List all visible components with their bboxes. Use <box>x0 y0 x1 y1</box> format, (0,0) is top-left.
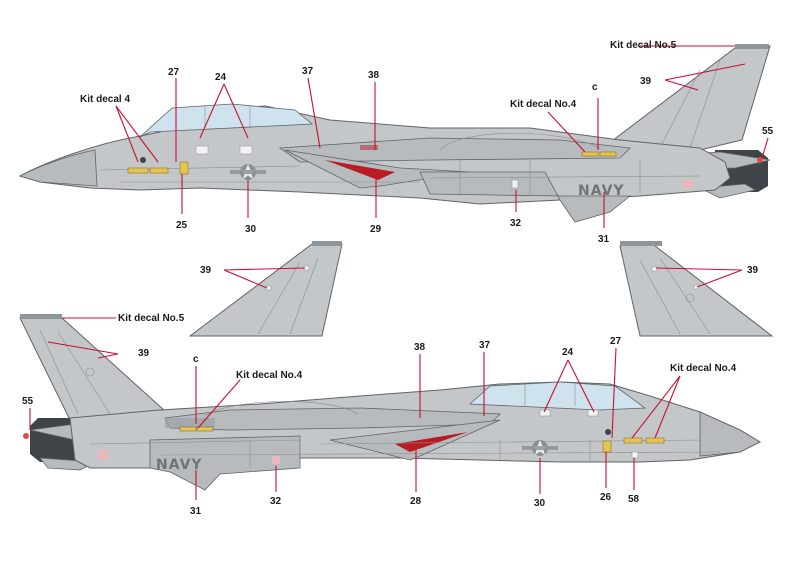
upper-kit-decal-no4-label: Kit decal No.4 <box>510 99 577 110</box>
lower-callout-31: 31 <box>190 506 202 517</box>
upper-leader-lines <box>115 45 769 228</box>
lower-swept-wing <box>329 419 501 461</box>
upper-callout-labels: Kit decal 4 27 24 37 38 Kit decal No.4 c… <box>80 40 774 245</box>
lower-leader-lines <box>29 317 681 500</box>
upper-intake-fairing <box>419 171 632 223</box>
upper-navy-marking: NAVY <box>578 183 625 199</box>
lower-callout-28: 28 <box>410 496 422 507</box>
lower-national-insignia <box>522 440 558 456</box>
upper-vertical-tail <box>598 45 771 151</box>
lower-navy-marking: NAVY <box>156 457 203 473</box>
lower-callout-30: 30 <box>534 498 546 509</box>
lower-callout-32: 32 <box>270 496 282 507</box>
lower-callout-c: c <box>193 354 199 365</box>
upper-callout-25: 25 <box>176 220 188 231</box>
upper-callout-30: 30 <box>245 224 257 235</box>
lower-callout-55: 55 <box>22 396 34 407</box>
lower-callout-labels: Kit decal No.5 39 c Kit decal No.4 55 38… <box>22 313 737 517</box>
right-fin-callout-39: 39 <box>747 265 759 276</box>
upper-callout-38: 38 <box>368 70 380 81</box>
lower-aircraft-profile: NAVY <box>19 314 762 491</box>
right-fin-view: 39 <box>619 241 774 337</box>
upper-kit-decal-no5-label: Kit decal No.5 <box>610 40 677 51</box>
lower-callout-58: 58 <box>628 494 640 505</box>
lower-kit-decal-no4-label-a: Kit decal No.4 <box>236 370 303 381</box>
upper-callout-c: c <box>592 82 598 93</box>
left-fin-view: 39 <box>188 241 343 337</box>
upper-fin-cap <box>735 44 769 49</box>
upper-callout-24: 24 <box>215 72 227 83</box>
left-fin-callout-39: 39 <box>200 265 212 276</box>
upper-callout-55: 55 <box>762 126 774 137</box>
lower-callout-37: 37 <box>479 340 491 351</box>
lower-callout-24: 24 <box>562 347 574 358</box>
upper-callout-31: 31 <box>598 234 610 245</box>
lower-callout-26: 26 <box>600 492 612 503</box>
upper-national-insignia <box>230 164 266 180</box>
lower-wing-chevron <box>395 432 468 452</box>
upper-wing-chevron <box>325 160 395 180</box>
lower-kit-decal-no5-label: Kit decal No.5 <box>118 313 185 324</box>
upper-kit-decal-4-label: Kit decal 4 <box>80 94 130 105</box>
lower-callout-39: 39 <box>138 348 150 359</box>
upper-aircraft-profile: NAVY <box>18 44 771 223</box>
upper-canopy <box>139 103 314 138</box>
lower-callout-27: 27 <box>610 336 622 347</box>
lower-canopy <box>469 381 647 411</box>
upper-callout-27: 27 <box>168 67 180 78</box>
lower-callout-38: 38 <box>414 342 426 353</box>
lower-vertical-tail <box>19 317 177 421</box>
upper-callout-32: 32 <box>510 218 522 229</box>
upper-callout-29: 29 <box>370 224 382 235</box>
lower-kit-decal-no4-label-b: Kit decal No.4 <box>670 363 737 374</box>
upper-callout-37: 37 <box>302 66 314 77</box>
upper-callout-39: 39 <box>640 76 652 87</box>
